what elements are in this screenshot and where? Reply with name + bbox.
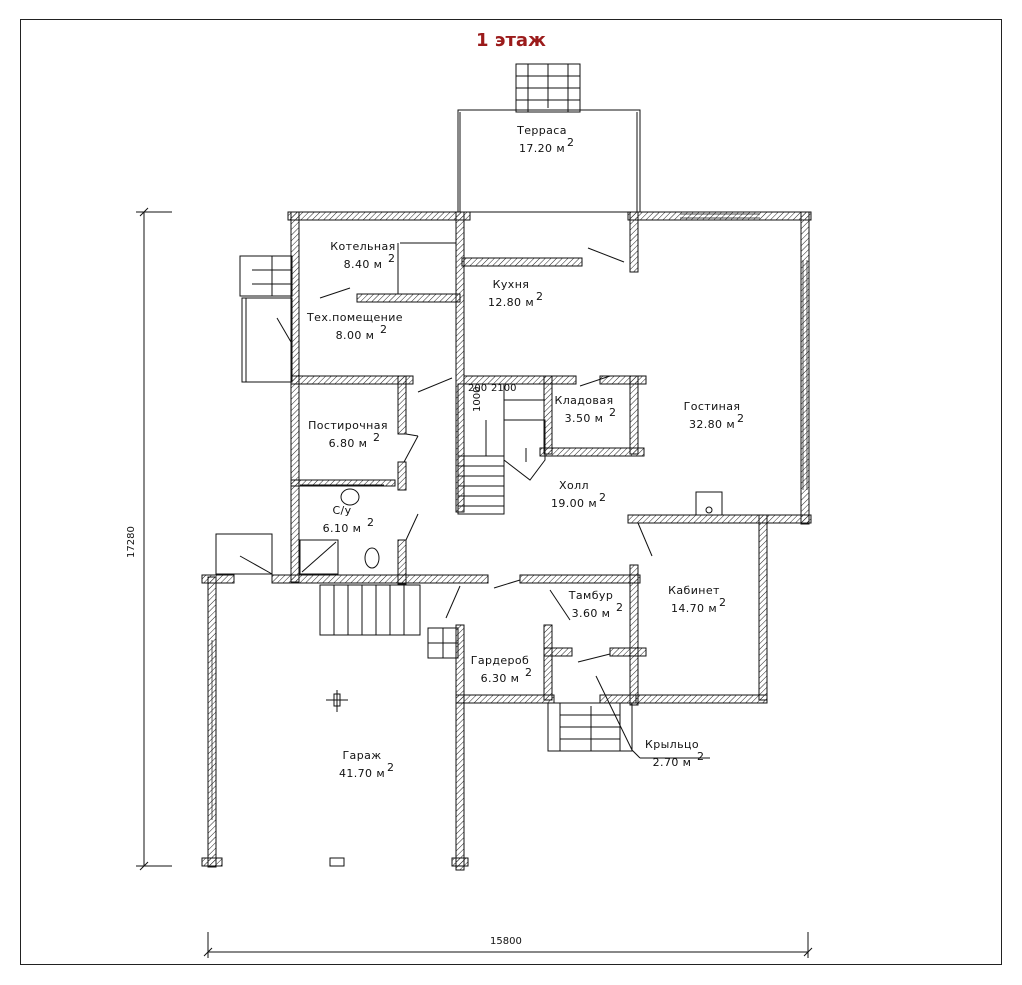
room-name-11: Гардероб — [471, 654, 530, 667]
room-area-5: 32.80 м — [689, 418, 735, 431]
room-name-0: Терраса — [516, 124, 567, 137]
room-name-7: Холл — [559, 479, 589, 492]
room-name-13: Гараж — [342, 749, 381, 762]
room-name-3: Тех.помещение — [306, 311, 403, 324]
room-area-6: 6.80 м — [329, 437, 368, 450]
room-area-0: 17.20 м — [519, 142, 565, 155]
opening-label-height: 2100 — [491, 383, 516, 394]
room-area-unit-1: 2 — [388, 252, 395, 265]
room-area-unit-11: 2 — [525, 666, 532, 679]
room-name-6: Постирочная — [308, 419, 388, 432]
plan-title: 1 этаж — [476, 30, 546, 51]
dimension-height: 17280 — [126, 526, 137, 558]
room-name-8: С/у — [332, 504, 351, 517]
room-name-5: Гостиная — [684, 400, 741, 413]
room-area-unit-2: 2 — [536, 290, 543, 303]
room-area-unit-6: 2 — [373, 431, 380, 444]
room-area-unit-13: 2 — [387, 761, 394, 774]
room-area-4: 3.50 м — [565, 412, 604, 425]
drawing-frame — [20, 19, 1002, 965]
thin-lines — [211, 63, 808, 867]
opening-label-depth: 1000 — [472, 387, 483, 412]
room-area-2: 12.80 м — [488, 296, 534, 309]
dimension-lines — [136, 207, 813, 958]
opening-label-width: 200 — [468, 383, 487, 394]
room-name-4: Кладовая — [555, 394, 614, 407]
room-area-10: 3.60 м — [572, 607, 611, 620]
room-area-11: 6.30 м — [481, 672, 520, 685]
room-area-unit-9: 2 — [719, 596, 726, 609]
room-area-unit-12: 2 — [697, 750, 704, 763]
room-area-13: 41.70 м — [339, 767, 385, 780]
room-name-12: Крыльцо — [645, 738, 699, 751]
room-area-9: 14.70 м — [671, 602, 717, 615]
room-area-1: 8.40 м — [344, 258, 383, 271]
room-name-2: Кухня — [493, 278, 530, 291]
room-area-unit-8: 2 — [367, 516, 374, 529]
room-name-10: Тамбур — [568, 589, 613, 602]
room-area-unit-10: 2 — [616, 601, 623, 614]
room-area-unit-5: 2 — [737, 412, 744, 425]
room-area-unit-7: 2 — [599, 491, 606, 504]
room-name-9: Кабинет — [668, 584, 720, 597]
room-area-7: 19.00 м — [551, 497, 597, 510]
room-name-1: Котельная — [330, 240, 395, 253]
room-area-unit-3: 2 — [380, 323, 387, 336]
room-area-3: 8.00 м — [336, 329, 375, 342]
room-area-unit-0: 2 — [567, 136, 574, 149]
room-area-unit-4: 2 — [609, 406, 616, 419]
room-area-12: 2.70 м — [653, 756, 692, 769]
room-area-8: 6.10 м — [323, 522, 362, 535]
walls — [201, 211, 812, 871]
dimension-width: 15800 — [490, 936, 522, 947]
